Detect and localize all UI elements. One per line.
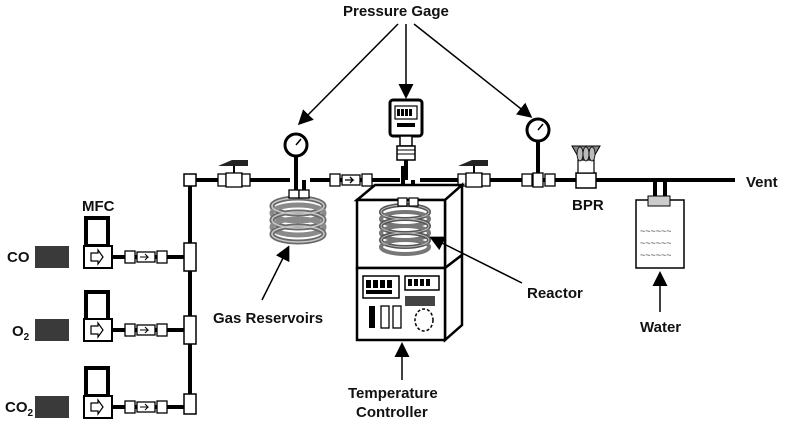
ball-valve-right bbox=[457, 160, 491, 188]
digital-pressure-gauge bbox=[388, 98, 424, 180]
manifold-fittings bbox=[183, 173, 197, 415]
pressure-gauge-left bbox=[283, 132, 309, 163]
label-co: CO bbox=[7, 249, 30, 266]
mfc-co bbox=[35, 216, 113, 269]
svg-text:~~~~~~: ~~~~~~ bbox=[640, 226, 672, 236]
mfc-co2 bbox=[35, 366, 113, 419]
label-co2: CO2 bbox=[5, 399, 34, 419]
label-reactor: Reactor bbox=[527, 285, 583, 302]
label-vent: Vent bbox=[746, 174, 778, 191]
label-water: Water bbox=[640, 319, 681, 336]
svg-text:~~~~~~: ~~~~~~ bbox=[640, 250, 672, 260]
check-valve-middle bbox=[329, 173, 373, 187]
reactor-coil bbox=[379, 197, 431, 256]
label-mfc: MFC bbox=[82, 198, 115, 215]
water-beaker: ~~~~~~ ~~~~~~ ~~~~~~ bbox=[635, 195, 685, 269]
gas-reservoir-coil bbox=[269, 189, 327, 245]
label-controller: Controller bbox=[356, 404, 428, 421]
mfc-o2 bbox=[35, 290, 113, 342]
label-temperature: Temperature bbox=[348, 385, 438, 402]
label-pressure-gage: Pressure Gage bbox=[343, 3, 449, 20]
back-pressure-regulator bbox=[571, 145, 601, 189]
annotation-arrows bbox=[261, 23, 668, 380]
label-bpr: BPR bbox=[572, 197, 604, 214]
pressure-gauge-right bbox=[525, 117, 551, 150]
ball-valve-left bbox=[217, 160, 251, 188]
svg-text:~~~~~~: ~~~~~~ bbox=[640, 238, 672, 248]
temperature-controller-unit bbox=[355, 252, 464, 343]
label-gas-reservoirs: Gas Reservoirs bbox=[213, 310, 323, 327]
label-o2: O2 bbox=[12, 323, 30, 343]
